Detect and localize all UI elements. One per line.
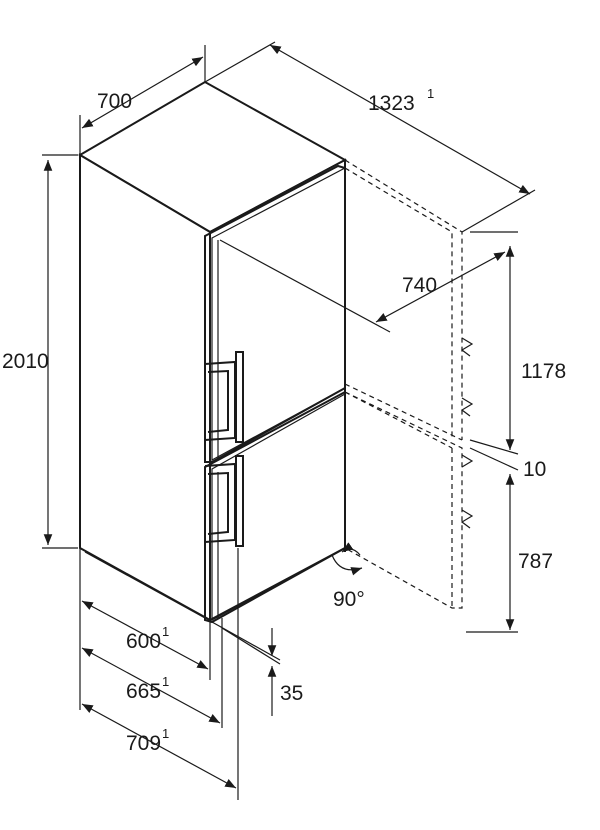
upper-door-handle (204, 351, 244, 443)
note-depth-body: 1 (162, 624, 169, 639)
note-depth-door: 1 (162, 674, 169, 689)
dimension-door-heights: 1178 10 787 (466, 231, 566, 633)
note-depth-handle: 1 (162, 726, 169, 741)
dimension-door-clearance: 740 (219, 239, 506, 333)
dimension-open-depth: 1323 1 (204, 41, 536, 233)
dimension-height: 2010 (2, 154, 78, 549)
label-lower-door: 787 (518, 550, 553, 573)
label-door-clearance: 740 (402, 274, 437, 297)
label-open-depth: 1323 (368, 92, 415, 115)
dimension-wall-distance: 35 (211, 621, 303, 716)
label-height: 2010 (2, 350, 49, 373)
note-open-depth: 1 (427, 86, 434, 101)
label-depth-body: 600 (126, 630, 161, 653)
dimension-width: 700 (79, 45, 206, 155)
open-door-outline (344, 159, 474, 609)
label-upper-door: 1178 (521, 360, 566, 383)
label-depth-handle: 709 (126, 732, 161, 755)
label-width: 700 (97, 90, 132, 113)
label-door-gap: 10 (523, 458, 546, 481)
dimension-door-angle: 90° (331, 542, 365, 611)
dimension-depths: 600 1 665 1 709 1 (79, 548, 239, 800)
lower-door-handle (204, 455, 244, 547)
label-depth-door: 665 (126, 680, 161, 703)
label-door-angle: 90° (333, 588, 365, 611)
label-wall-distance: 35 (280, 682, 303, 705)
